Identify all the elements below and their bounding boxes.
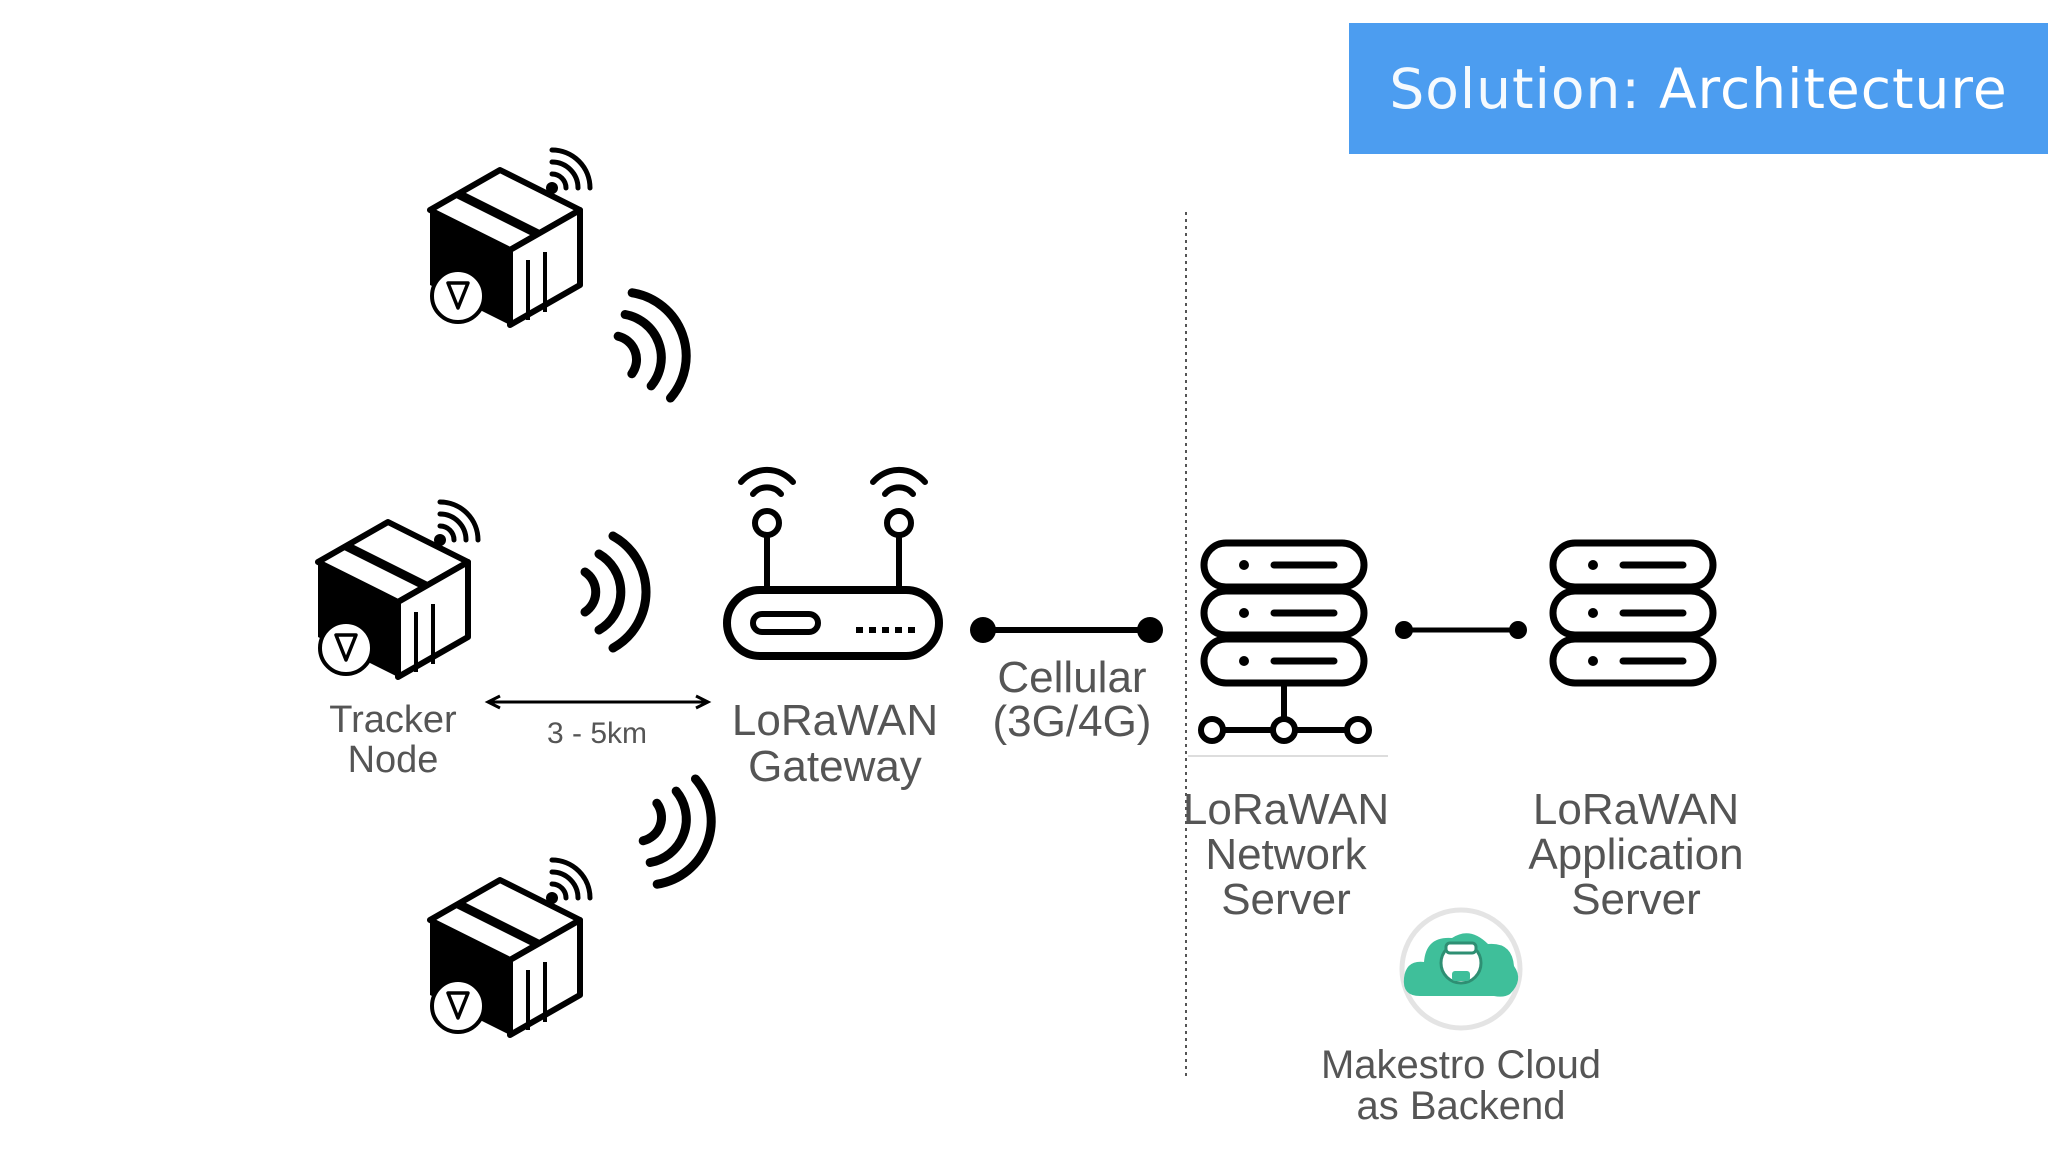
- cloud-label-line2: as Backend: [1356, 1084, 1566, 1128]
- tracker-label-line2: Node: [347, 739, 439, 781]
- app-label-line2: Application: [1528, 830, 1744, 879]
- package-icon-bottom: [430, 860, 590, 1035]
- gateway-label-line2: Gateway: [748, 742, 922, 791]
- makestro-cloud-logo: [1399, 907, 1523, 1031]
- package-icon-middle: [318, 502, 478, 677]
- gateway-router-icon: [723, 470, 943, 660]
- gateway-label: LoRaWAN Gateway: [705, 698, 965, 790]
- gateway-label-line1: LoRaWAN: [731, 696, 939, 745]
- server-link: [1395, 621, 1527, 639]
- range-arrow: [484, 694, 712, 710]
- title-main: Architecture: [1658, 56, 2008, 121]
- network-server-label: LoRaWAN Network Server: [1166, 787, 1406, 922]
- network-label-line3: Server: [1221, 875, 1351, 924]
- cellular-link: [970, 617, 1163, 643]
- slide-title: Solution: Architecture: [1349, 23, 2048, 154]
- cloud-label-line1: Makestro Cloud: [1320, 1043, 1602, 1087]
- application-server-label: LoRaWAN Application Server: [1506, 787, 1766, 922]
- title-prefix: Solution:: [1389, 56, 1641, 121]
- network-label-line1: LoRaWAN: [1182, 785, 1390, 834]
- network-server-icon: [1188, 543, 1388, 757]
- range-label: 3 - 5km: [546, 717, 648, 750]
- tracker-label-line1: Tracker: [329, 699, 457, 741]
- makestro-cloud-label: Makestro Cloud as Backend: [1301, 1045, 1621, 1127]
- app-label-line3: Server: [1571, 875, 1701, 924]
- cellular-label-line2: (3G/4G): [992, 697, 1152, 746]
- cellular-label-line1: Cellular: [997, 653, 1147, 702]
- tracker-node-label: Tracker Node: [293, 700, 493, 780]
- package-icon-top: [430, 150, 590, 325]
- application-server-icon: [1553, 543, 1713, 683]
- app-label-line1: LoRaWAN: [1532, 785, 1740, 834]
- network-label-line2: Network: [1205, 830, 1367, 879]
- signal-waves-middle-icon: [585, 536, 646, 648]
- cellular-label: Cellular (3G/4G): [957, 656, 1187, 744]
- signal-waves-top-icon: [606, 282, 702, 408]
